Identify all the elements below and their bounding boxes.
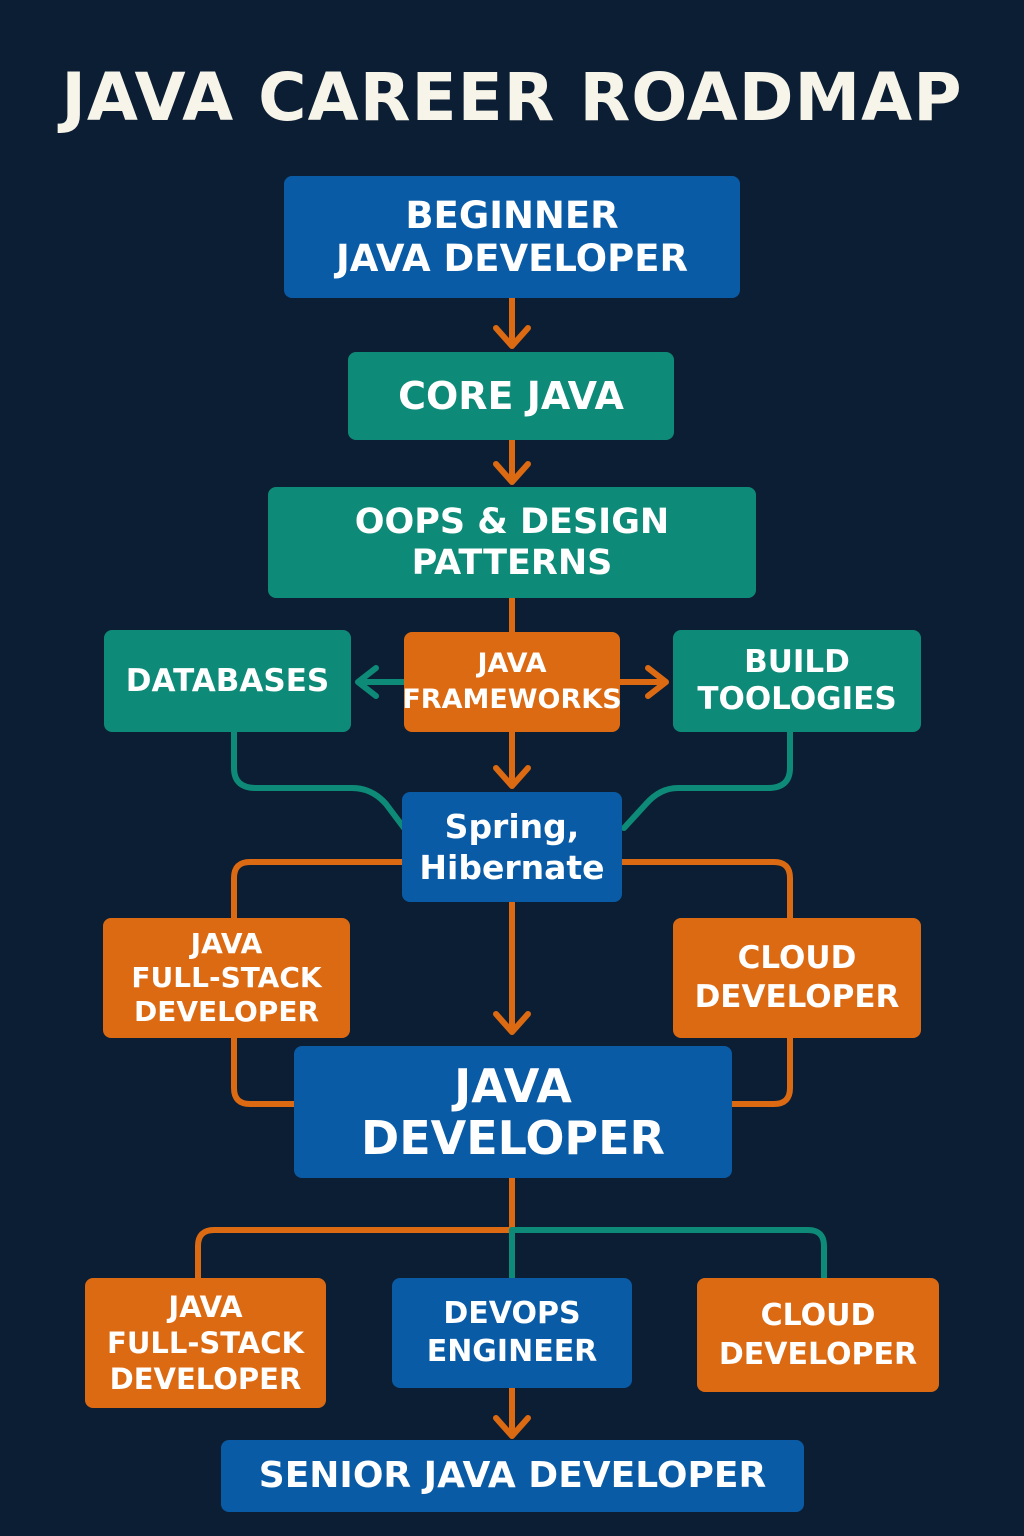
- arrowhead-devops-senior: [493, 1415, 531, 1439]
- java-fullstack-developer-node-1: JAVA FULL-STACK DEVELOPER: [103, 918, 350, 1038]
- java-frameworks-node: JAVA FRAMEWORKS: [402, 632, 622, 732]
- java-fullstack-developer-node-2: JAVA FULL-STACK DEVELOPER: [85, 1278, 326, 1408]
- line-fullstack-javadev: [231, 1035, 297, 1107]
- spring-hibernate-node: Spring, Hibernate: [402, 792, 622, 902]
- arrowhead-frameworks-databases: [355, 665, 379, 699]
- arrowhead-frameworks-spring: [493, 765, 531, 789]
- line-spring-cloud: [619, 859, 793, 923]
- java-developer-node: JAVA DEVELOPER: [294, 1046, 732, 1178]
- arrowhead-core-oops: [493, 461, 531, 485]
- oops-design-patterns-node: OOPS & DESIGN PATTERNS: [268, 487, 756, 598]
- line-build-spring: [621, 729, 793, 831]
- core-java-node: CORE JAVA: [348, 352, 674, 440]
- cloud-developer-node-2: CLOUD DEVELOPER: [697, 1278, 939, 1392]
- build-tools-node: BUILD TOOLOGIES: [673, 630, 921, 732]
- cloud-developer-node-1: CLOUD DEVELOPER: [673, 918, 921, 1038]
- devops-engineer-node: DEVOPS ENGINEER: [392, 1278, 632, 1388]
- line-spring-fullstack: [231, 859, 405, 923]
- beginner-java-developer-node: BEGINNER JAVA DEVELOPER: [284, 176, 740, 298]
- arrowhead-spring-javadev: [493, 1011, 531, 1035]
- arrowhead-frameworks-build: [645, 665, 669, 699]
- arrowhead-beginner-core: [493, 325, 531, 349]
- line-databases-spring: [231, 729, 407, 831]
- senior-java-developer-node: SENIOR JAVA DEVELOPER: [221, 1440, 804, 1512]
- line-branch-left: [195, 1227, 515, 1283]
- line-branch-right: [509, 1227, 827, 1283]
- databases-node: DATABASES: [104, 630, 351, 732]
- line-cloud-javadev: [729, 1035, 793, 1107]
- page-title: JAVA CAREER ROADMAP: [61, 59, 963, 136]
